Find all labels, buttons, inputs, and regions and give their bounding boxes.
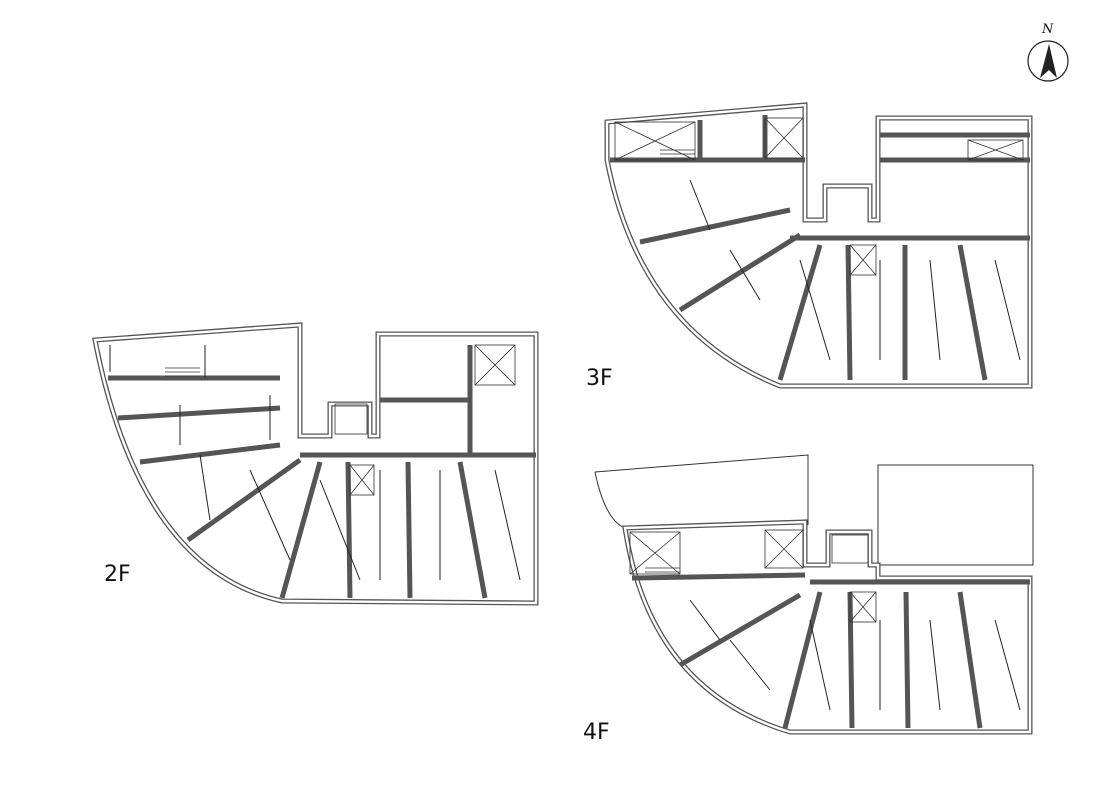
floor-label-4f: 4F	[583, 720, 610, 745]
floor-plan-3f	[604, 102, 1033, 389]
floor-plan-4f	[594, 454, 1034, 735]
north-label: N	[1042, 22, 1054, 37]
floor-label-2f: 2F	[104, 562, 131, 587]
north-arrow-icon	[1027, 40, 1069, 82]
floor-label-3f: 3F	[586, 366, 613, 391]
floor-plan-2f	[92, 322, 539, 606]
